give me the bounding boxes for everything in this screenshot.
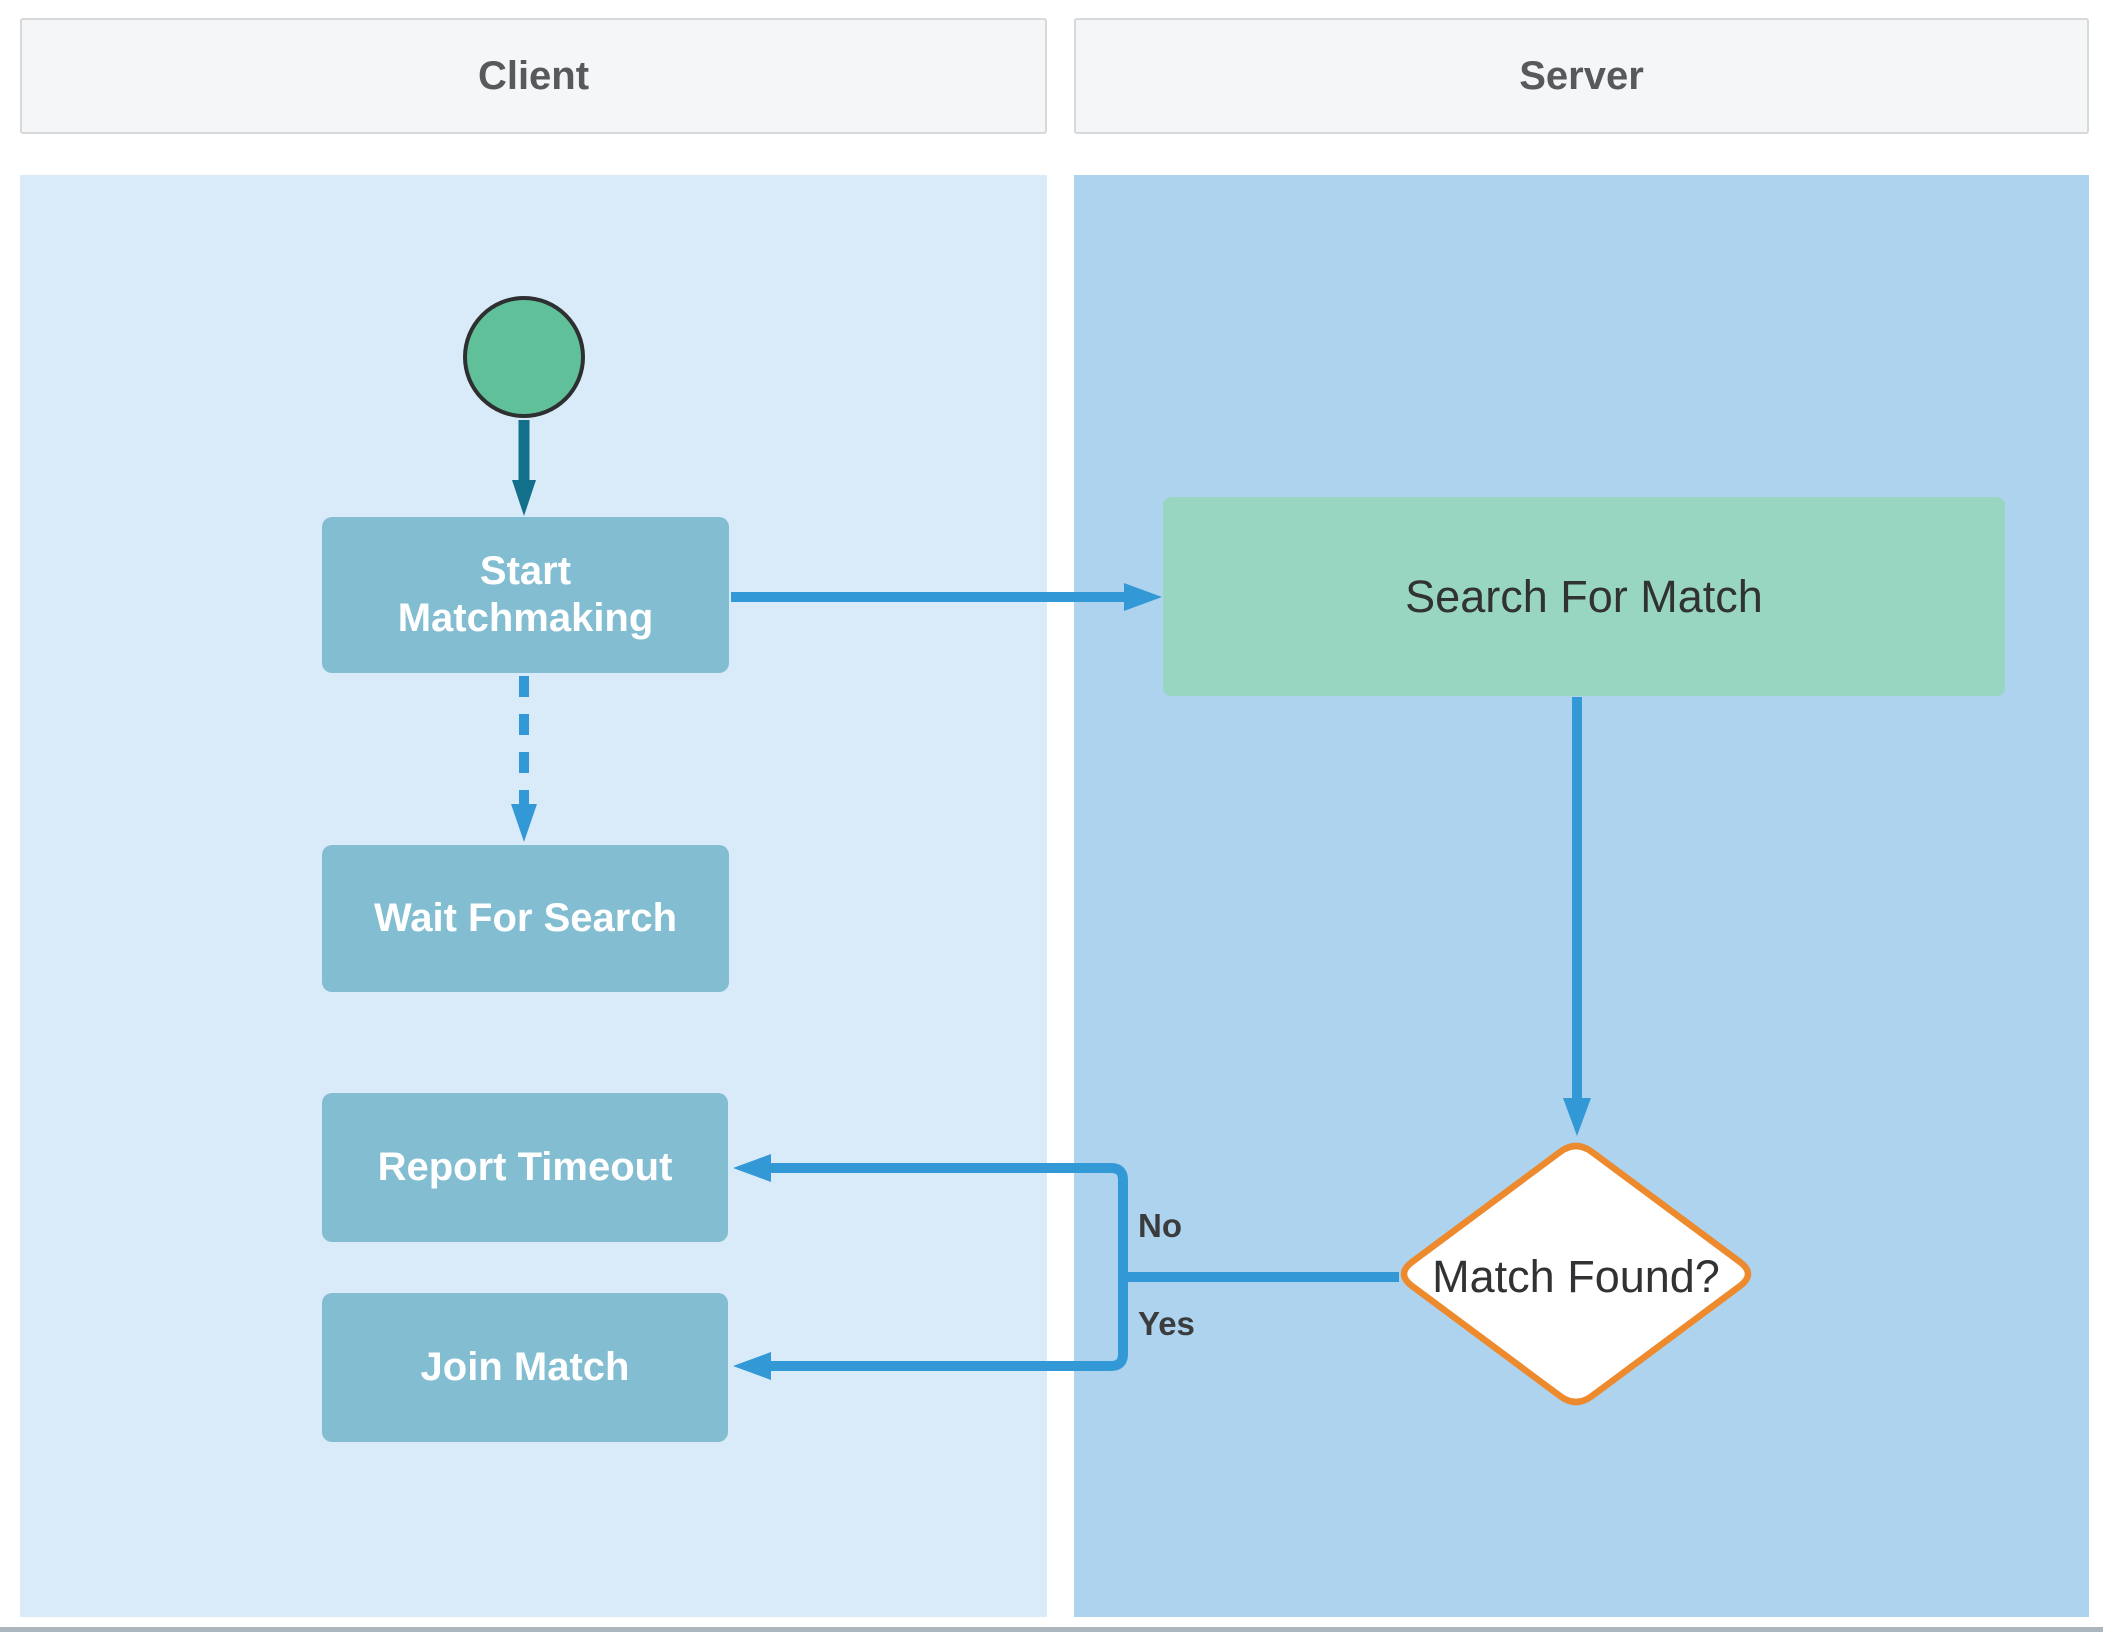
client-lane-title: Client xyxy=(477,53,590,98)
process-join-match[interactable]: Join Match xyxy=(322,1293,728,1442)
process-join-match-label: Join Match xyxy=(420,1345,630,1389)
process-start-matchmaking[interactable]: Start Matchmaking xyxy=(322,517,729,673)
process-search-for-match-label: Search For Match xyxy=(1405,570,1763,622)
start-node[interactable] xyxy=(463,296,585,418)
process-wait-for-search-label: Wait For Search xyxy=(373,896,678,940)
bottom-border-bar xyxy=(0,1627,2103,1632)
decision-match-found-label: Match Found? xyxy=(1432,1251,1720,1302)
edge-label-yes: Yes xyxy=(1138,1305,1195,1342)
server-lane-title: Server xyxy=(1519,53,1644,98)
edge-label-no: No xyxy=(1138,1207,1182,1244)
process-report-timeout-label: Report Timeout xyxy=(377,1145,673,1189)
process-search-for-match[interactable]: Search For Match xyxy=(1163,497,2005,696)
process-report-timeout[interactable]: Report Timeout xyxy=(322,1093,728,1242)
process-wait-for-search[interactable]: Wait For Search xyxy=(322,845,729,992)
server-lane-header: Server xyxy=(1074,18,2089,134)
process-start-matchmaking-label: Start Matchmaking xyxy=(397,548,654,640)
decision-match-found[interactable] xyxy=(1400,1142,1752,1406)
client-lane-header: Client xyxy=(20,18,1047,134)
